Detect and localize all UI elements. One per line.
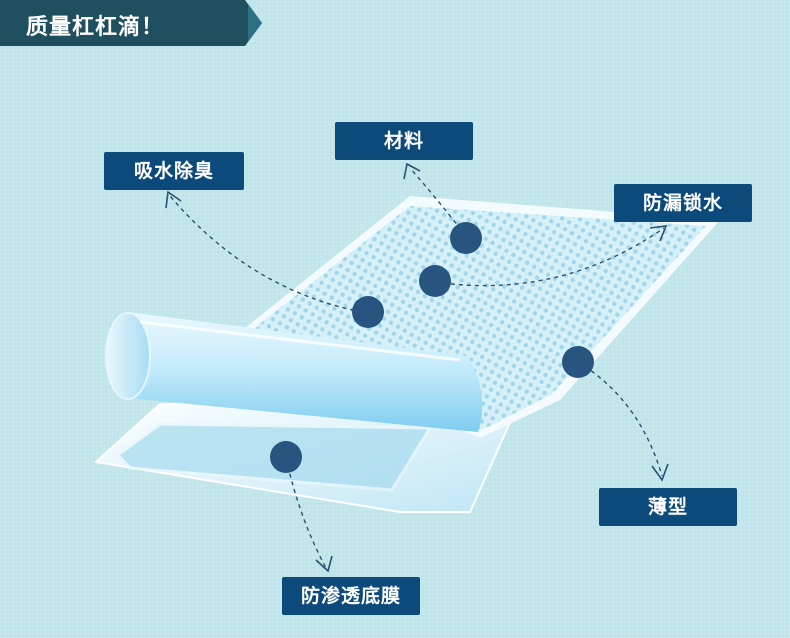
callout-dot-leak — [419, 265, 451, 297]
rolled-edge — [116, 312, 483, 432]
arrowhead-absorb — [165, 190, 182, 209]
label-absorb-deodorize: 吸水除臭 — [104, 152, 244, 190]
callout-dot-film — [270, 441, 302, 473]
arrow-leak — [434, 227, 665, 287]
callout-dot-thin — [562, 346, 594, 378]
label-material: 材料 — [335, 122, 473, 160]
banner-title: 质量杠杠滴！ — [26, 15, 165, 40]
roll-end-cap — [105, 312, 151, 400]
arrow-film — [285, 457, 327, 569]
arrowhead-material — [403, 162, 421, 180]
label-thin: 薄型 — [599, 488, 737, 526]
arrowhead-leak — [649, 225, 668, 242]
arrow-thin — [577, 361, 663, 477]
roll-highlight — [139, 320, 461, 362]
callout-dot-material — [450, 222, 482, 254]
label-leak-lock: 防漏锁水 — [614, 184, 752, 222]
arrowhead-thin — [651, 463, 669, 482]
callout-dot-absorb — [352, 296, 384, 328]
arrowhead-film — [315, 555, 333, 573]
header-banner — [0, 0, 262, 46]
label-bottom-film: 防渗透底膜 — [282, 577, 420, 615]
